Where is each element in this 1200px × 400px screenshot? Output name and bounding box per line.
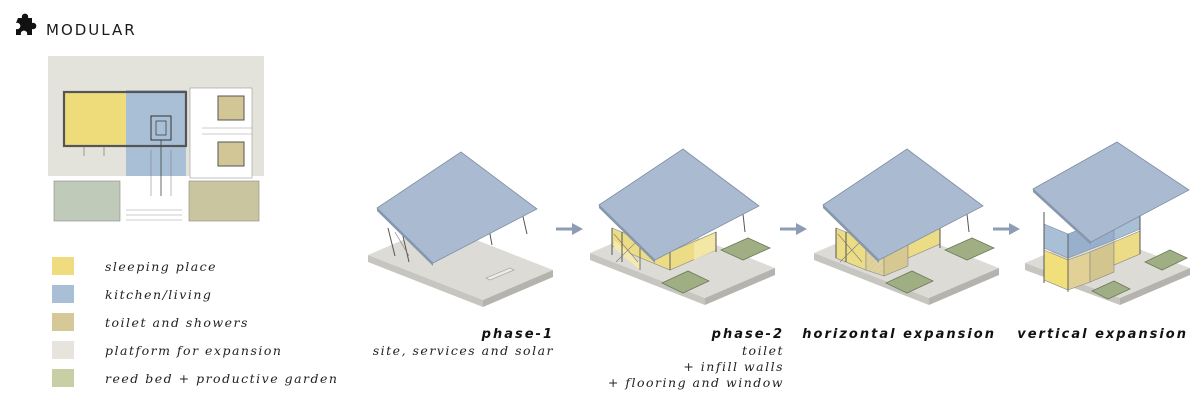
legend-swatch: [52, 313, 74, 331]
legend-swatch: [52, 257, 74, 275]
phase-title: phase-2: [711, 327, 784, 342]
caption-horizontal-expansion: horizontal expansion: [802, 327, 996, 343]
caption-phase-1: phase-1 site, services and solar: [373, 327, 554, 359]
arrow-1: [556, 223, 583, 235]
legend-swatch: [52, 369, 74, 387]
legend-label: sleeping place: [105, 258, 218, 274]
legend-swatch: [52, 341, 74, 359]
floor-plan: [48, 56, 264, 226]
phase-line: + flooring and window: [607, 375, 784, 390]
legend-swatch: [52, 285, 74, 303]
stage-phase-2: [590, 148, 775, 305]
legend-item-reed-bed: reed bed + productive garden: [52, 368, 338, 388]
caption-vertical-expansion: vertical expansion: [1017, 327, 1188, 343]
stage-phase-1: [368, 151, 553, 307]
page-title: MODULAR: [46, 21, 137, 39]
legend-item-platform: platform for expansion: [52, 340, 282, 360]
legend-item-toilet: toilet and showers: [52, 312, 249, 332]
stage-vertical-expansion: [1025, 141, 1190, 305]
phase-line: + infill walls: [683, 359, 784, 374]
legend-label: platform for expansion: [105, 342, 283, 358]
legend-item-sleeping: sleeping place: [52, 256, 217, 276]
puzzle-icon: [16, 13, 37, 35]
arrow-3: [993, 223, 1020, 235]
legend-item-kitchen: kitchen/living: [52, 284, 212, 304]
phase-title: vertical expansion: [1017, 327, 1188, 342]
phase-title: phase-1: [481, 327, 554, 342]
arrow-2: [780, 223, 807, 235]
legend-label: kitchen/living: [105, 286, 213, 302]
legend-label: toilet and showers: [105, 314, 249, 330]
phase-line: toilet: [742, 343, 784, 358]
stage-horizontal-expansion: [814, 148, 999, 305]
legend-label: reed bed + productive garden: [105, 370, 339, 386]
phase-line: site, services and solar: [372, 343, 554, 358]
phase-title: horizontal expansion: [802, 327, 996, 342]
caption-phase-2: phase-2 toilet + infill walls + flooring…: [608, 327, 784, 391]
